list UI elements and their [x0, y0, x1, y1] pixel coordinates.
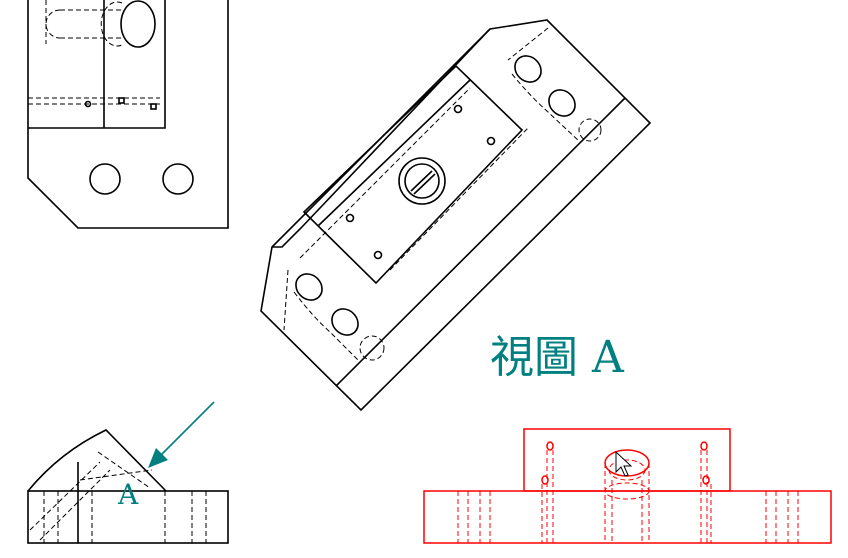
top-view-small-hole: [84, 100, 92, 108]
aux-view-hidden-line: [507, 27, 549, 61]
view-arrow[interactable]: A: [117, 401, 215, 511]
front-view-hidden-line: [97, 451, 151, 489]
aux-view-slot-line: [413, 173, 436, 195]
selected-side-view[interactable]: [423, 428, 832, 544]
aux-view-plate-edge: [317, 79, 471, 227]
aux-view-small-hole: [373, 250, 383, 260]
front-view-base: [27, 490, 229, 544]
top-view-small-hole: [150, 103, 157, 110]
view-arrow-head-icon: [148, 448, 168, 468]
top-left-view[interactable]: [27, 0, 229, 229]
top-view-hidden-arc-left: [45, 9, 61, 39]
aux-view-mount-hole: [514, 55, 542, 83]
aux-view-raised-plate: [302, 64, 524, 285]
side-view-base: [423, 490, 832, 544]
front-view[interactable]: [27, 429, 229, 544]
top-view-mount-hole: [162, 163, 194, 195]
aux-view-small-hole: [486, 136, 496, 146]
aux-view-hidden-circle: [359, 335, 385, 361]
aux-view-front-edge: [335, 97, 626, 387]
front-view-hidden-line: [79, 469, 153, 481]
aux-view-hidden-line: [293, 291, 359, 361]
top-view-hidden-arc-inner: [100, 1, 123, 47]
side-view-pin-top: [541, 475, 549, 485]
front-view-hidden-line: [39, 469, 111, 541]
side-view-boss-hidden: [608, 459, 646, 481]
side-view-pin-top: [546, 441, 554, 451]
aux-view-hidden-line: [511, 73, 581, 143]
aux-view-boss-outer: [398, 157, 446, 205]
aux-view-slot-line: [410, 170, 433, 192]
top-view-boss-circle: [120, 0, 156, 48]
front-view-hidden-line: [29, 461, 101, 531]
aux-view-hidden-line: [283, 269, 289, 331]
view-arrow-shaft: [159, 401, 215, 457]
side-view-pin-top: [700, 441, 708, 451]
aux-view-top-edge: [272, 28, 491, 248]
top-view-outline: [27, 0, 229, 229]
aux-view-mount-hole: [295, 273, 323, 301]
side-view-hidden-ellipse: [604, 482, 650, 500]
aux-view-boss-inner: [404, 163, 440, 199]
front-view-top-profile: [27, 429, 167, 492]
auxiliary-view[interactable]: [260, 19, 652, 412]
aux-view-hidden-circle: [578, 118, 602, 142]
view-label[interactable]: 視圖 A: [490, 332, 625, 383]
top-view-mount-hole: [89, 163, 121, 195]
aux-view-hidden-line: [299, 87, 471, 259]
aux-view-small-hole: [345, 213, 355, 223]
cursor-arrow-icon: [615, 450, 633, 477]
view-arrow-label: A: [117, 478, 139, 511]
aux-view-hidden-line: [389, 127, 529, 271]
aux-view-small-hole: [453, 104, 463, 114]
aux-view-mount-hole: [331, 308, 359, 336]
top-view-inner-frame: [28, 0, 166, 129]
aux-view-mount-hole: [548, 89, 576, 117]
side-view-pin-top: [702, 475, 710, 485]
top-view-small-hole: [118, 97, 125, 104]
